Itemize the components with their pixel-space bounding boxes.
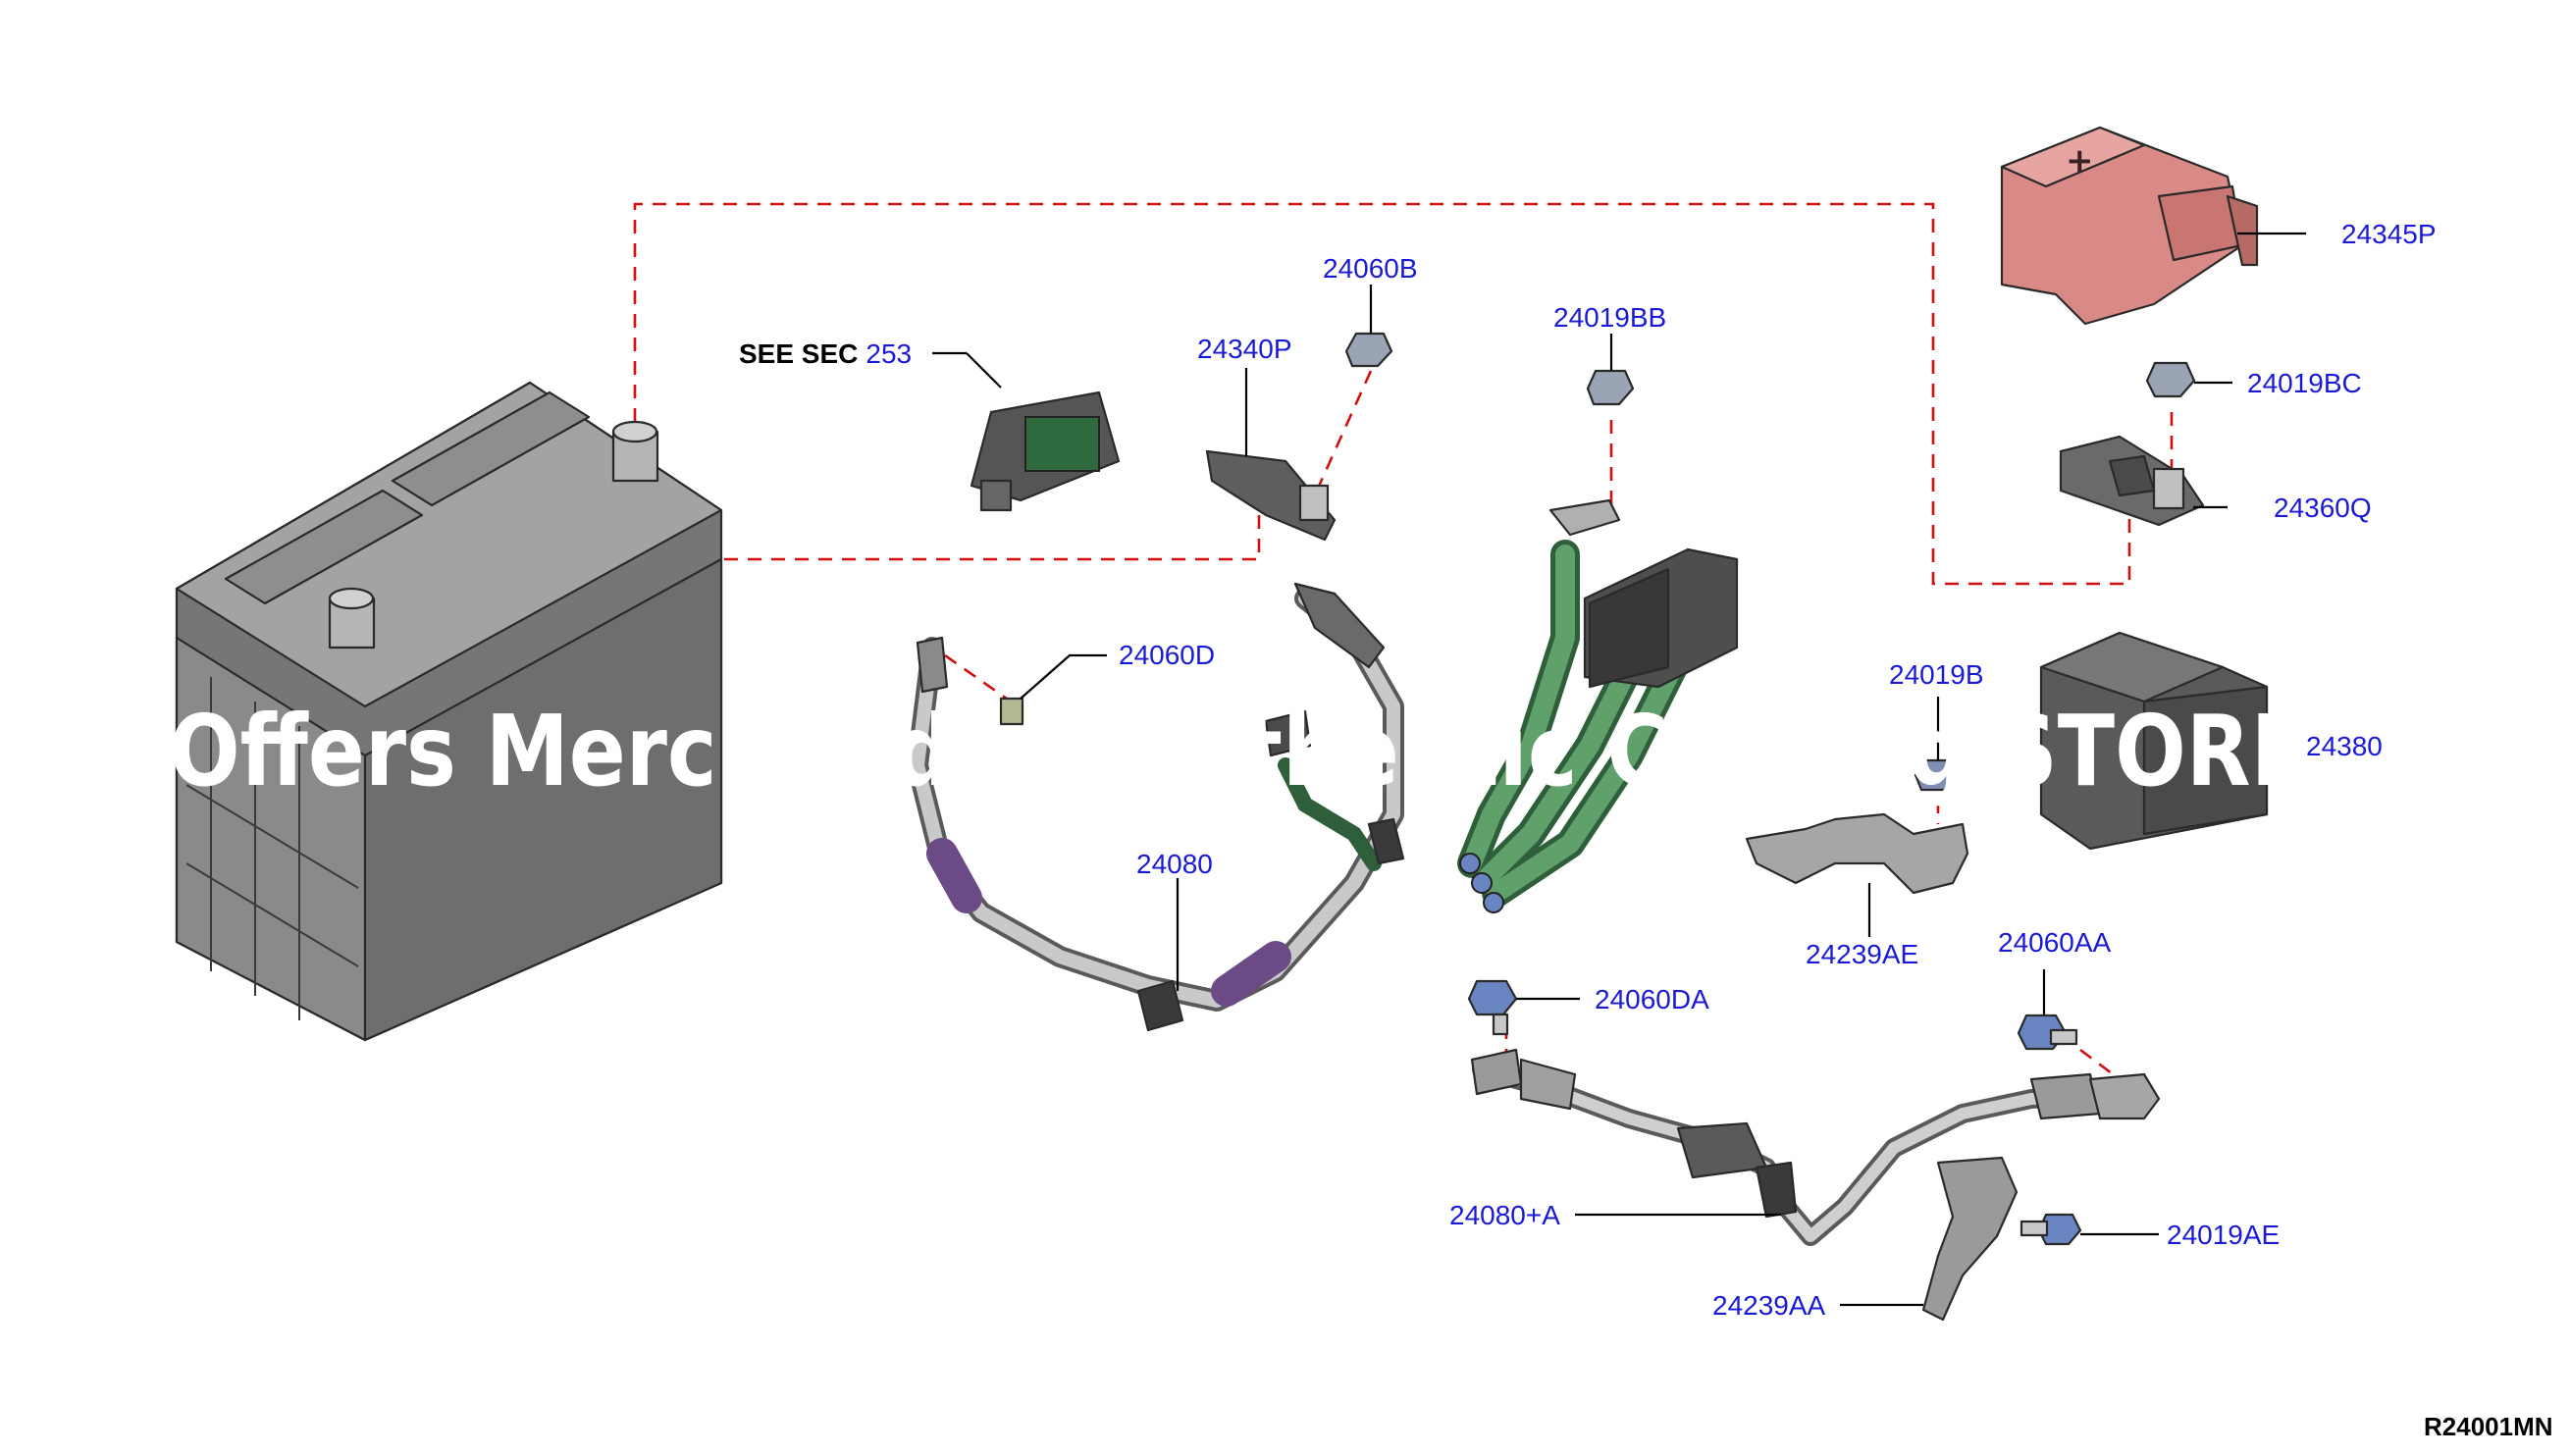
leader-lines [932,232,2306,1307]
callout-24019BB: 24019BB [1553,302,1666,333]
bolt-24060DA [1467,979,1518,1036]
nut-24019BB [1586,369,1635,406]
bolt-24060AA [2017,1014,2078,1051]
fuse-holder [2039,631,2269,851]
callout-24239AA: 24239AA [1712,1290,1826,1321]
bolt-24019AE [2019,1213,2082,1246]
see-sec-prefix: SEE SEC [739,338,858,369]
callout-24380: 24380 [2306,731,2383,761]
callout-24340P: 24340P [1197,334,1292,364]
positive-harness-assembly [1457,498,1739,913]
diagram-id: R24001MN [2424,1412,2553,1441]
battery-cable-assembly [1470,1048,2161,1246]
callout-24239AE: 24239AE [1806,939,1918,969]
nut-24019B [1914,758,1961,792]
negative-terminal-clamp [1205,449,1337,542]
callout-24345P: 24345P [2341,219,2437,249]
see-sec-number: 253 [865,338,912,369]
callout-24360Q: 24360Q [2274,493,2372,523]
callout-24019AE: 24019AE [2167,1220,2280,1250]
battery [175,381,723,1042]
callout-24060DA: 24060DA [1595,984,1709,1014]
bracket-24239AA [1921,1156,2019,1322]
callout-24080: 24080 [1136,849,1213,879]
positive-terminal-bracket [2059,435,2205,527]
callout-24060D: 24060D [1119,640,1215,670]
terminal-cover: + [2000,126,2259,326]
negative-post [328,587,376,650]
battery-sensor [970,390,1121,512]
callout-24060AA: 24060AA [1998,927,2112,958]
bracket-24239AE [1745,812,1969,895]
callout-24060B: 24060B [1323,253,1418,284]
callout-24080A: 24080+A [1449,1200,1560,1230]
callout-24019BC: 24019BC [2247,368,2362,398]
nut-24019BC [2145,361,2196,398]
callout-24019B: 24019B [1889,659,1984,690]
nut-24060B [1344,332,1393,368]
plus-sign-icon: + [2066,141,2094,181]
bolt-24060D [999,697,1024,726]
watermark-text: Offers Merchandise Authentic Catalog STO… [169,694,2308,808]
negative-cable [907,582,1405,1032]
positive-post [611,420,659,483]
